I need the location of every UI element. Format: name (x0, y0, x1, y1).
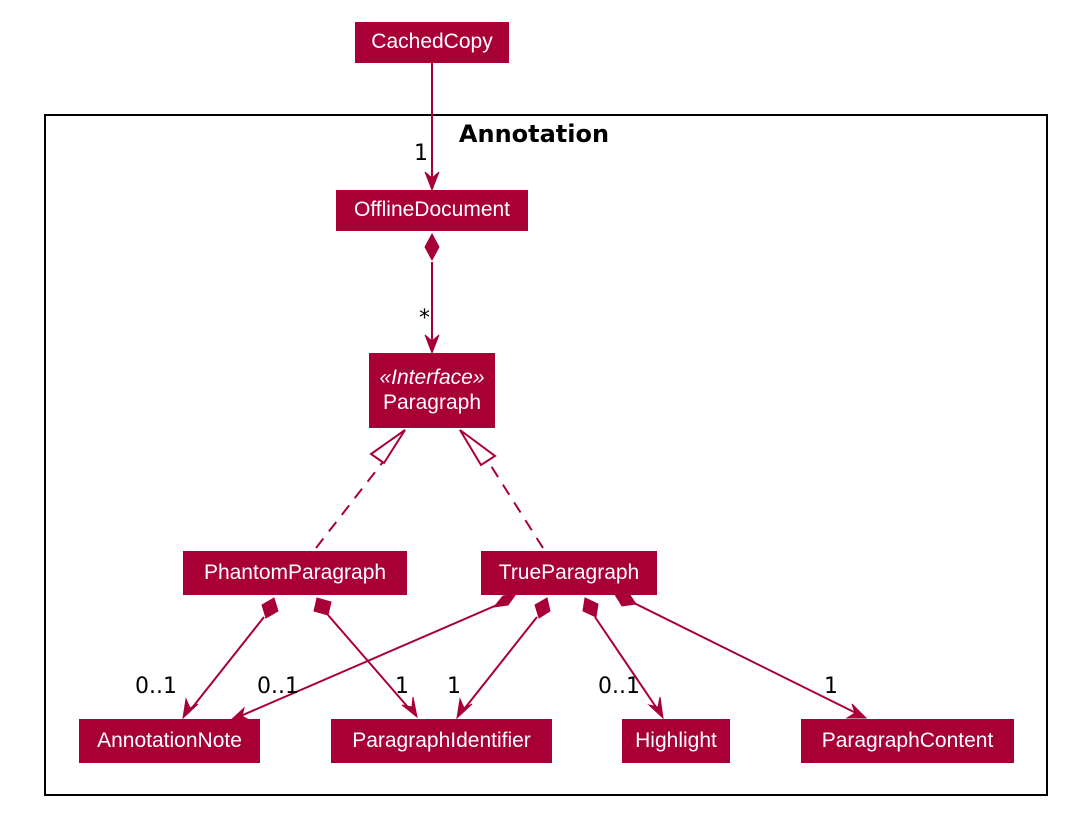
class-offlinedocument: OfflineDocument (336, 190, 528, 231)
arrowhead-annotationnote-1 (182, 697, 199, 720)
diamond-phantom-paragraphidentifier (313, 597, 332, 616)
class-name: Paragraph (382, 390, 482, 414)
multiplicity-paragraph: * (419, 306, 430, 331)
diamond-true-highlight (582, 597, 599, 618)
class-phantomparagraph: PhantomParagraph (183, 551, 407, 595)
package-title: Annotation (458, 120, 610, 148)
diamond-offlinedocument (424, 232, 440, 262)
arrowhead-paragraph (424, 334, 440, 355)
arrowhead-paragraphidentifier-1 (401, 696, 418, 719)
class-paragraphcontent: ParagraphContent (801, 719, 1014, 763)
arrowhead-offlinedocument (424, 171, 440, 192)
stereotype-label: «Interface» (379, 366, 485, 390)
class-name: PhantomParagraph (203, 560, 387, 584)
multiplicity-paragraphcontent: 1 (824, 674, 838, 699)
class-name: ParagraphIdentifier (352, 728, 531, 752)
arrowhead-highlight (647, 696, 664, 720)
arrowhead-paragraphcontent (845, 703, 868, 719)
triangle-true-realization (459, 429, 497, 467)
multiplicity-true-paragraphidentifier: 1 (447, 674, 461, 699)
multiplicity-highlight: 0..1 (598, 674, 640, 699)
arrowhead-paragraphidentifier-2 (456, 697, 473, 720)
edge-phantom-paragraphidentifier (327, 614, 414, 714)
class-name: Highlight (635, 728, 717, 752)
diamond-true-paragraphidentifier (534, 597, 551, 619)
edge-true-paragraphcontent (633, 602, 863, 717)
edge-phantom-annotationnote (187, 616, 265, 714)
diamond-true-annotationnote (492, 593, 518, 608)
class-cachedcopy: CachedCopy (355, 22, 509, 63)
edge-phantom-realizes-paragraph (315, 457, 387, 549)
class-annotationnote: AnnotationNote (79, 719, 260, 763)
triangle-phantom-realization (369, 429, 406, 465)
diamond-phantom-annotationnote (261, 597, 279, 619)
class-name: CachedCopy (371, 30, 493, 54)
edge-true-paragraphidentifier (460, 616, 538, 714)
class-highlight: Highlight (622, 719, 730, 763)
multiplicity-phantom-paragraphidentifier: 1 (395, 674, 409, 699)
class-name: ParagraphContent (821, 728, 994, 752)
class-paragraphidentifier: ParagraphIdentifier (331, 719, 552, 763)
class-name: TrueParagraph (498, 560, 640, 584)
class-trueparagraph: TrueParagraph (481, 551, 657, 595)
class-name: AnnotationNote (97, 728, 242, 752)
edge-true-annotationnote (235, 604, 498, 719)
multiplicity-offlinedocument: 1 (414, 141, 428, 166)
edge-true-highlight (594, 616, 661, 714)
class-name: OfflineDocument (353, 198, 511, 222)
multiplicity-phantom-annotationnote: 0..1 (135, 674, 177, 699)
interface-paragraph: «Interface» Paragraph (369, 353, 495, 428)
multiplicity-true-annotationnote: 0..1 (257, 674, 299, 699)
edge-true-realizes-paragraph (485, 457, 544, 549)
annotation-package-frame (44, 114, 1048, 796)
